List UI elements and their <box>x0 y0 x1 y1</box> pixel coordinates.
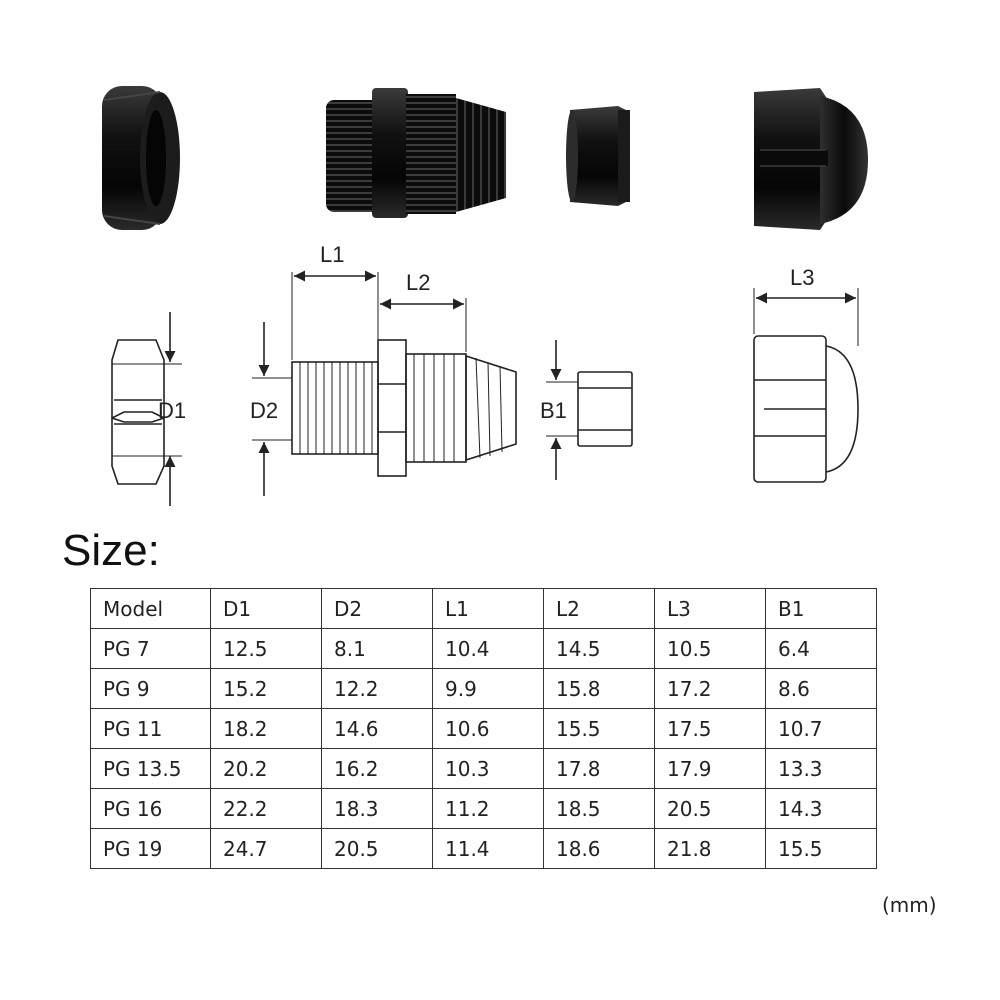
lock-nut-drawing <box>111 339 165 485</box>
table-cell: 20.5 <box>321 828 433 869</box>
table-cell: 21.8 <box>654 828 766 869</box>
seal-insert-photo <box>566 106 630 206</box>
table-cell: 15.5 <box>543 708 655 749</box>
column-header: Model <box>90 588 211 629</box>
table-cell: 14.3 <box>765 788 877 829</box>
table-cell: 11.2 <box>432 788 544 829</box>
seal-insert-drawing <box>577 371 633 447</box>
table-cell: 14.5 <box>543 628 655 669</box>
table-cell: 6.4 <box>765 628 877 669</box>
table-row: PG 13.5 20.2 16.2 10.3 17.8 17.9 13.3 <box>90 748 877 789</box>
table-cell: 13.3 <box>765 748 877 789</box>
column-header: D2 <box>321 588 433 629</box>
label-l1: L1 <box>320 242 344 267</box>
table-cell: 18.2 <box>210 708 322 749</box>
table-cell: 11.4 <box>432 828 544 869</box>
d1-dimension <box>112 312 182 506</box>
table-header-row: Model D1 D2 L1 L2 L3 B1 <box>90 588 877 629</box>
table-row: PG 9 15.2 12.2 9.9 15.8 17.2 8.6 <box>90 668 877 709</box>
table-cell: 22.2 <box>210 788 322 829</box>
table-cell: PG 9 <box>90 668 211 709</box>
table-cell: 8.1 <box>321 628 433 669</box>
label-d1: D1 <box>158 398 186 423</box>
table-cell: PG 11 <box>90 708 211 749</box>
table-cell: 10.3 <box>432 748 544 789</box>
lock-nut-photo <box>102 86 180 230</box>
table-cell: PG 19 <box>90 828 211 869</box>
label-d2: D2 <box>250 398 278 423</box>
gland-body-drawing <box>291 339 517 477</box>
unit-note: (mm) <box>882 893 937 917</box>
size-table: Model D1 D2 L1 L2 L3 B1 PG 7 12.5 8.1 10… <box>90 588 877 869</box>
column-header: L3 <box>654 588 766 629</box>
table-cell: 16.2 <box>321 748 433 789</box>
table-cell: 18.6 <box>543 828 655 869</box>
table-cell: 15.2 <box>210 668 322 709</box>
table-row: PG 16 22.2 18.3 11.2 18.5 20.5 14.3 <box>90 788 877 829</box>
table-cell: 17.2 <box>654 668 766 709</box>
table-cell: PG 7 <box>90 628 211 669</box>
d2-dimension <box>252 322 292 496</box>
label-l2: L2 <box>406 270 430 295</box>
table-row: PG 11 18.2 14.6 10.6 15.5 17.5 10.7 <box>90 708 877 749</box>
table-row: PG 19 24.7 20.5 11.4 18.6 21.8 15.5 <box>90 828 877 869</box>
table-cell: 10.4 <box>432 628 544 669</box>
gland-body-photo <box>326 88 506 218</box>
table-cell: PG 13.5 <box>90 748 211 789</box>
table-cell: 9.9 <box>432 668 544 709</box>
table-cell: 15.8 <box>543 668 655 709</box>
table-cell: 20.5 <box>654 788 766 829</box>
table-cell: 15.5 <box>765 828 877 869</box>
cap-nut-photo <box>754 88 868 230</box>
table-cell: 10.7 <box>765 708 877 749</box>
table-cell: 12.5 <box>210 628 322 669</box>
table-cell: 17.9 <box>654 748 766 789</box>
table-cell: 18.3 <box>321 788 433 829</box>
column-header: L2 <box>543 588 655 629</box>
size-heading: Size: <box>62 526 160 575</box>
table-cell: 18.5 <box>543 788 655 829</box>
cap-nut-drawing <box>753 335 859 483</box>
table-row: PG 7 12.5 8.1 10.4 14.5 10.5 6.4 <box>90 628 877 669</box>
column-header: D1 <box>210 588 322 629</box>
label-l3: L3 <box>790 265 814 290</box>
column-header: B1 <box>765 588 877 629</box>
table-cell: 17.8 <box>543 748 655 789</box>
table-cell: 17.5 <box>654 708 766 749</box>
table-cell: 8.6 <box>765 668 877 709</box>
table-cell: 24.7 <box>210 828 322 869</box>
b1-dimension <box>546 340 578 480</box>
table-cell: PG 16 <box>90 788 211 829</box>
column-header: L1 <box>432 588 544 629</box>
table-cell: 14.6 <box>321 708 433 749</box>
table-cell: 20.2 <box>210 748 322 789</box>
table-cell: 10.6 <box>432 708 544 749</box>
table-cell: 12.2 <box>321 668 433 709</box>
label-b1: B1 <box>540 398 567 423</box>
table-cell: 10.5 <box>654 628 766 669</box>
